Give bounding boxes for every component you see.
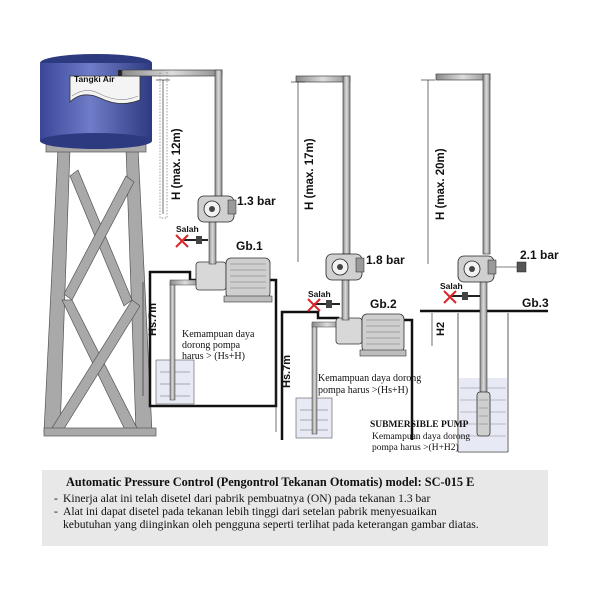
installation-gb3: Salah 2.1 bar Gb.3 H2 SUBMERSIBLE PUMP K… [370, 248, 559, 453]
capability-gb1-line1: Kemampuan daya [182, 329, 255, 340]
caption-line-2: Alat ini dapat disetel pada tekanan lebi… [63, 505, 437, 518]
capability-gb2-line1: Kemampuan daya dorong [318, 373, 421, 384]
depth-label-gb3: H2 [435, 322, 447, 336]
capability-gb2-line2: pompa harus >(Hs+H) [318, 385, 408, 396]
capability-gb3-line1: SUBMERSIBLE PUMP [370, 420, 469, 430]
pressure-controller-gb2 [325, 253, 365, 281]
pump-gb1 [195, 257, 273, 303]
bullet-dash: - [54, 505, 58, 518]
wrong-fitting-gb2 [307, 298, 340, 312]
figure-label-gb2: Gb.2 [370, 297, 397, 311]
wrong-label-gb2: Salah [308, 289, 331, 299]
water-tower: Tangki Air [40, 54, 157, 437]
submersible-pump-gb3 [476, 391, 491, 437]
wrong-fitting-gb1 [175, 234, 208, 248]
caption-bullet-2-cont: kebutuhan yang diinginkan oleh pengguna … [54, 518, 540, 531]
figure-label-gb1: Gb.1 [236, 239, 263, 253]
installation-gb1: Salah 1.3 bar Gb.1 Hs.7m Kemampuan daya … [142, 194, 278, 408]
tank-label: Tangki Air [74, 74, 115, 84]
control-box-gb3 [516, 261, 527, 273]
height-label-gb3: H (max. 20m) [435, 148, 447, 220]
suction-label-gb2: Hs.7m [281, 355, 293, 388]
pressure-gb1: 1.3 bar [237, 194, 276, 208]
caption-title: Automatic Pressure Control (Pengontrol T… [66, 475, 475, 489]
capability-gb3-line2: Kemampuan daya dorong [372, 432, 470, 442]
caption-box: Automatic Pressure Control (Pengontrol T… [42, 470, 548, 546]
capability-gb1-line3: harus > (Hs+H) [182, 351, 245, 362]
tower-frame [43, 141, 157, 437]
figure-label-gb3: Gb.3 [522, 296, 549, 310]
height-label-gb2: H (max. 17m) [304, 138, 316, 210]
pressure-controller-gb3 [457, 255, 497, 283]
height-dimension-lines [156, 79, 435, 264]
wrong-fitting-gb3 [443, 290, 480, 304]
installation-gb2: Salah 1.8 bar Gb.2 Hs.7m Kemampuan daya … [275, 253, 421, 440]
caption-bullet-2: - Alat ini dapat disetel pada tekanan le… [54, 505, 540, 518]
capability-gb3-line3: pompa harus >(H+H2) [372, 442, 459, 453]
water-tank: Tangki Air [40, 54, 152, 149]
pressure-gb3: 2.1 bar [520, 248, 559, 262]
borehole-gb3 [457, 313, 509, 453]
height-label-gb1: H (max. 12m) [171, 128, 183, 200]
caption-line-3: kebutuhan yang diinginkan oleh pengguna … [63, 518, 479, 531]
bullet-dash: - [54, 492, 58, 505]
caption-bullet-1: - Kinerja alat ini telah disetel dari pa… [54, 492, 540, 505]
pump-gb2 [335, 313, 407, 357]
caption-line-1: Kinerja alat ini telah disetel dari pabr… [63, 492, 431, 505]
wrong-label-gb1: Salah [176, 224, 199, 234]
pressure-gb2: 1.8 bar [366, 253, 405, 267]
suction-label-gb1: Hs.7m [147, 303, 159, 336]
capability-gb1-line2: dorong pompa [182, 340, 241, 351]
wrong-label-gb3: Salah [440, 281, 463, 291]
pressure-controller-gb1 [197, 195, 237, 223]
